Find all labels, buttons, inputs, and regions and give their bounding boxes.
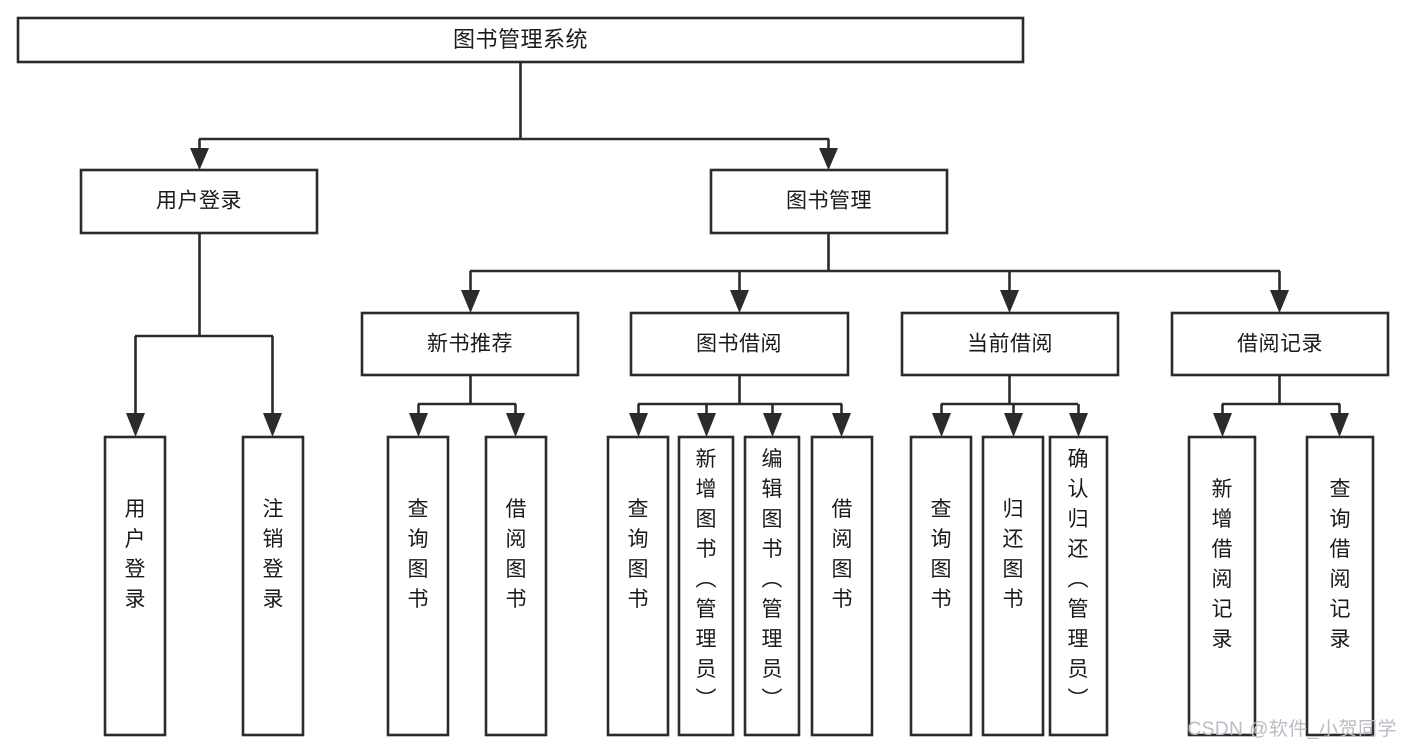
- leaf-nb-borrow-book[interactable]: 借阅图书: [484, 435, 548, 737]
- leaf-bb-query-book[interactable]: 查询图书: [606, 435, 670, 737]
- leaf-cb-confirm-return-box[interactable]: [1048, 435, 1109, 737]
- leaf-logout-box[interactable]: [241, 435, 305, 737]
- connector-group-root: [190, 62, 838, 170]
- leaf-br-query-record[interactable]: 查询借阅记录: [1305, 435, 1375, 737]
- node-book-manage-label: 图书管理: [786, 190, 872, 213]
- leaf-cb-query-book-label: 查询图书: [931, 498, 952, 611]
- arrow-head-nb-borrow-book: [506, 413, 525, 437]
- leaf-bb-query-book-box[interactable]: [606, 435, 670, 737]
- arrow-head-book-manage: [819, 148, 838, 170]
- leaf-nb-borrow-book-box[interactable]: [484, 435, 548, 737]
- leaf-cb-return-book-label: 归还图书: [1003, 498, 1024, 611]
- arrow-head-nb-query-book: [409, 413, 428, 437]
- leaf-br-add-record[interactable]: 新增借阅记录: [1187, 435, 1257, 737]
- leaf-logout-label: 注销登录: [263, 498, 284, 611]
- connector-group-borrow-records: [1213, 375, 1349, 437]
- leaf-cb-return-book[interactable]: 归还图书: [981, 435, 1045, 737]
- arrow-head-bb-borrow-book: [832, 413, 851, 437]
- arrow-head-book-borrow: [730, 290, 749, 313]
- node-borrow-records-box[interactable]: [1170, 311, 1390, 377]
- leaf-user-login-box[interactable]: [103, 435, 167, 737]
- leaf-bb-edit-book-label: 编辑图书︵管理员︶: [762, 448, 783, 711]
- node-book-borrow-label: 图书借阅: [696, 333, 782, 356]
- leaf-br-query-record-box[interactable]: [1305, 435, 1375, 737]
- leaf-nb-borrow-book-label: 借阅图书: [506, 498, 527, 611]
- arrow-head-cb-confirm-return: [1069, 413, 1088, 437]
- leaf-bb-add-book-box[interactable]: [677, 435, 735, 737]
- node-current-borrow-box[interactable]: [900, 311, 1120, 377]
- node-new-book-recommend[interactable]: 新书推荐: [360, 311, 580, 377]
- node-book-manage[interactable]: 图书管理: [709, 168, 949, 235]
- leaf-br-add-record-box[interactable]: [1187, 435, 1257, 737]
- node-user-login-label: 用户登录: [156, 190, 242, 213]
- leaf-user-login[interactable]: 用户登录: [103, 435, 167, 737]
- arrow-head-cb-return-book: [1004, 413, 1023, 437]
- leaf-logout[interactable]: 注销登录: [241, 435, 305, 737]
- node-new-book-recommend-box[interactable]: [360, 311, 580, 377]
- leaf-br-add-record-label: 新增借阅记录: [1212, 478, 1233, 651]
- node-book-borrow-box[interactable]: [629, 311, 850, 377]
- node-borrow-records[interactable]: 借阅记录: [1170, 311, 1390, 377]
- node-user-login[interactable]: 用户登录: [79, 168, 319, 235]
- node-current-borrow-label: 当前借阅: [967, 333, 1053, 356]
- leaf-bb-add-book[interactable]: 新增图书︵管理员︶: [677, 435, 735, 737]
- leaf-br-query-record-label: 查询借阅记录: [1330, 478, 1351, 651]
- node-book-manage-box[interactable]: [709, 168, 949, 235]
- leaf-cb-query-book-box[interactable]: [909, 435, 973, 737]
- leaf-bb-add-book-label: 新增图书︵管理员︶: [696, 448, 717, 711]
- arrow-head-new-book: [461, 290, 480, 313]
- leaf-cb-confirm-return-label: 确认归还︵管理员︶: [1068, 448, 1089, 711]
- connector-group-new-book: [409, 375, 525, 437]
- node-root-box[interactable]: [16, 16, 1025, 64]
- node-user-login-box[interactable]: [79, 168, 319, 235]
- leaf-bb-borrow-book-label: 借阅图书: [832, 498, 853, 611]
- node-new-book-recommend-label: 新书推荐: [427, 333, 513, 356]
- arrow-head-current-borrow: [1000, 290, 1019, 313]
- arrow-head-leaf-logout: [263, 413, 282, 437]
- node-book-borrow[interactable]: 图书借阅: [629, 311, 850, 377]
- leaf-nb-query-book-box[interactable]: [386, 435, 450, 737]
- connector-group-book-manage: [461, 233, 1289, 313]
- node-root-label: 图书管理系统: [453, 27, 588, 52]
- node-root[interactable]: 图书管理系统: [16, 16, 1025, 64]
- arrow-head-user-login: [190, 148, 209, 170]
- leaf-bb-borrow-book-box[interactable]: [810, 435, 874, 737]
- arrow-head-leaf-user-login: [126, 413, 145, 437]
- leaf-nb-query-book-label: 查询图书: [408, 498, 429, 611]
- arrow-head-cb-query-book: [932, 413, 951, 437]
- leaf-bb-query-book-label: 查询图书: [628, 498, 649, 611]
- arrow-head-br-add-record: [1213, 413, 1232, 437]
- leaf-cb-confirm-return[interactable]: 确认归还︵管理员︶: [1048, 435, 1109, 737]
- leaf-cb-return-book-box[interactable]: [981, 435, 1045, 737]
- arrow-head-bb-query-book: [629, 413, 648, 437]
- arrow-head-bb-edit-book: [763, 413, 782, 437]
- arrow-head-br-query-record: [1330, 413, 1349, 437]
- leaf-nb-query-book[interactable]: 查询图书: [386, 435, 450, 737]
- leaf-bb-edit-book-box[interactable]: [743, 435, 801, 737]
- arrow-head-borrow-records: [1270, 290, 1289, 313]
- leaf-bb-borrow-book[interactable]: 借阅图书: [810, 435, 874, 737]
- leaf-user-login-label: 用户登录: [125, 498, 146, 611]
- connector-group-current-borrow: [932, 375, 1088, 437]
- leaf-bb-edit-book[interactable]: 编辑图书︵管理员︶: [743, 435, 801, 737]
- node-current-borrow[interactable]: 当前借阅: [900, 311, 1120, 377]
- arrow-head-bb-add-book: [697, 413, 716, 437]
- connector-group-user-login: [126, 233, 282, 437]
- node-borrow-records-label: 借阅记录: [1237, 333, 1323, 356]
- connector-group-book-borrow: [629, 375, 851, 437]
- leaf-cb-query-book[interactable]: 查询图书: [909, 435, 973, 737]
